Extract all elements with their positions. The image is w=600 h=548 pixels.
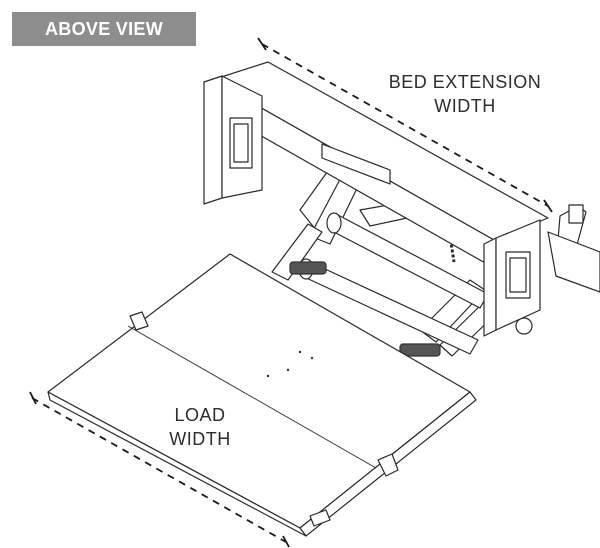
view-label: ABOVE VIEW xyxy=(44,18,163,39)
view-label-badge: ABOVE VIEW xyxy=(12,12,196,46)
bed-extension-dimension-line xyxy=(257,37,553,213)
bed-extension-width-line1: BED EXTENSION xyxy=(388,72,542,92)
load-platform xyxy=(47,253,477,537)
bed-extension-width-line2: WIDTH xyxy=(434,96,496,116)
bed-extension-width-label: BED EXTENSION WIDTH xyxy=(360,70,570,118)
load-width-line1: LOAD xyxy=(174,405,226,425)
load-width-line2: WIDTH xyxy=(169,429,231,449)
bed-extension-box xyxy=(203,61,549,337)
load-width-label: LOAD WIDTH xyxy=(140,403,260,451)
load-width-dimension-line xyxy=(29,391,290,548)
